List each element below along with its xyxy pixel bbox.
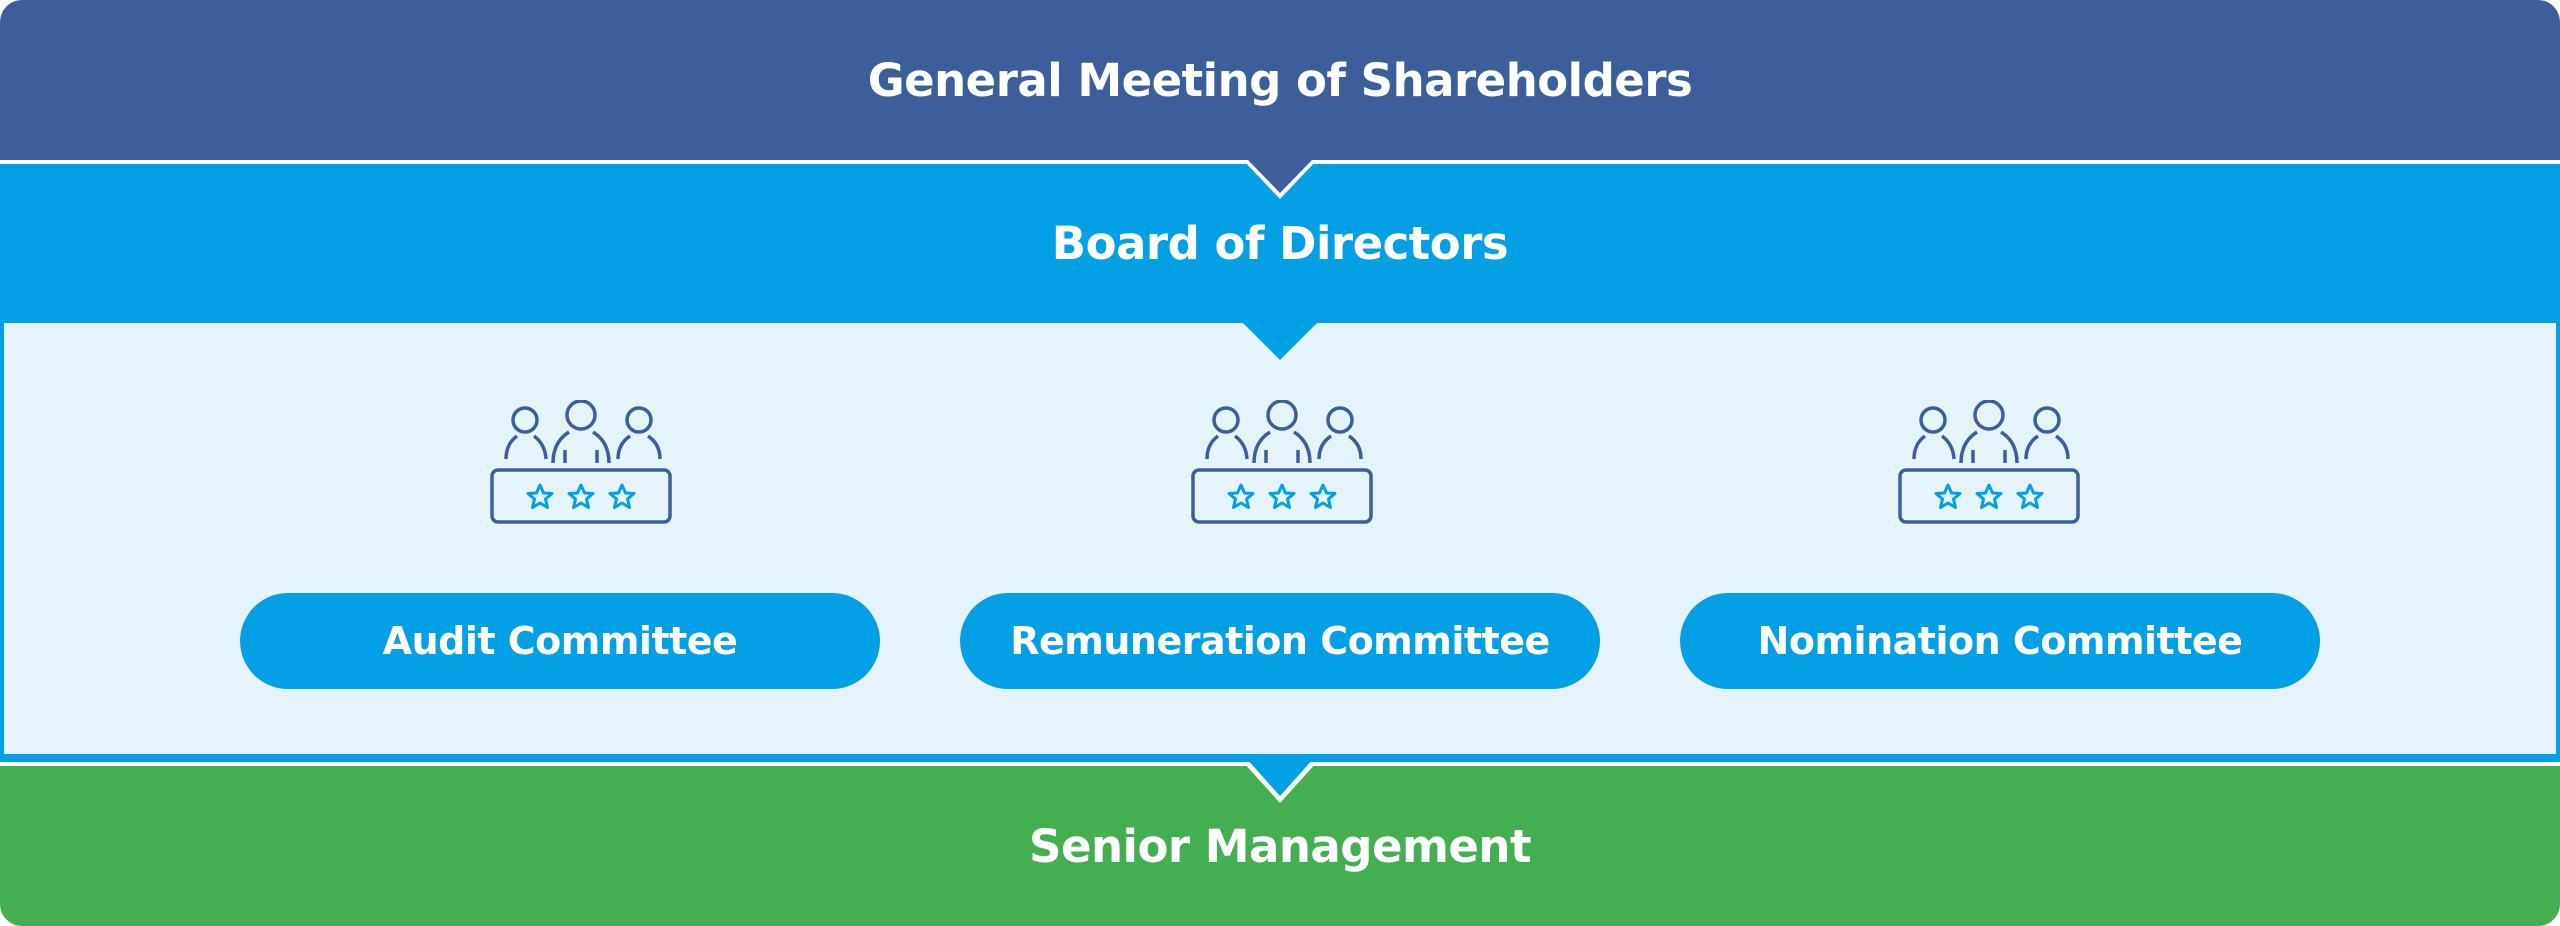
committee-area (0, 323, 2560, 758)
committee-label: Nomination Committee (1757, 619, 2243, 663)
remuneration-committee-button: Remuneration Committee (960, 593, 1600, 689)
general-meeting-label: General Meeting of Shareholders (867, 53, 1693, 107)
board-label: Board of Directors (1051, 217, 1509, 270)
arrow-down-icon (1246, 158, 1314, 193)
committee-icon (1191, 400, 1373, 524)
nomination-committee-button: Nomination Committee (1680, 593, 2320, 689)
committee-icon (490, 400, 672, 524)
committee-icon (1898, 400, 2080, 524)
senior-management-label: Senior Management (1029, 819, 1531, 873)
audit-committee-button: Audit Committee (240, 593, 880, 689)
arrow-down-icon (1246, 758, 1314, 796)
general-meeting-box: General Meeting of Shareholders (0, 0, 2560, 160)
committee-label: Audit Committee (382, 619, 738, 663)
senior-management-box: Senior Management (0, 766, 2560, 926)
arrow-down-icon (1243, 323, 1317, 360)
committee-label: Remuneration Committee (1010, 619, 1550, 663)
